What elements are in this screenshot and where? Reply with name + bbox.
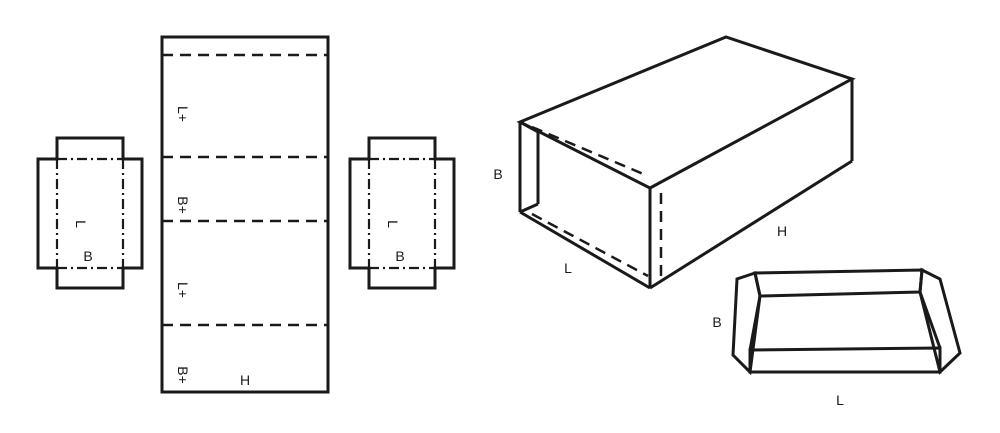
- sleeve-length-label-1: L+: [175, 106, 191, 122]
- sleeve-breadth-label-1: B+: [175, 196, 191, 214]
- box-length-label: L: [564, 260, 572, 276]
- open-tray: B L: [712, 267, 962, 408]
- right-lid-breadth-label: B: [395, 248, 404, 264]
- left-lid-net: L B: [36, 136, 144, 290]
- sleeve-net: L+ B+ L+ B+ H: [160, 35, 330, 394]
- box-breadth-label: B: [493, 166, 502, 182]
- sleeve-length-label-2: L+: [175, 282, 191, 298]
- tray-breadth-label: B: [712, 314, 721, 330]
- left-lid-length-label: L: [73, 220, 89, 228]
- box-height-label: H: [777, 223, 787, 239]
- sleeve-breadth-label-2: B+: [175, 366, 191, 384]
- right-lid-length-label: L: [385, 220, 401, 228]
- left-lid-breadth-label: B: [83, 248, 92, 264]
- assembled-box: B L H: [493, 35, 856, 290]
- sleeve-height-label: H: [240, 372, 250, 388]
- tray-length-label: L: [836, 392, 844, 408]
- right-lid-net: L B: [348, 136, 456, 290]
